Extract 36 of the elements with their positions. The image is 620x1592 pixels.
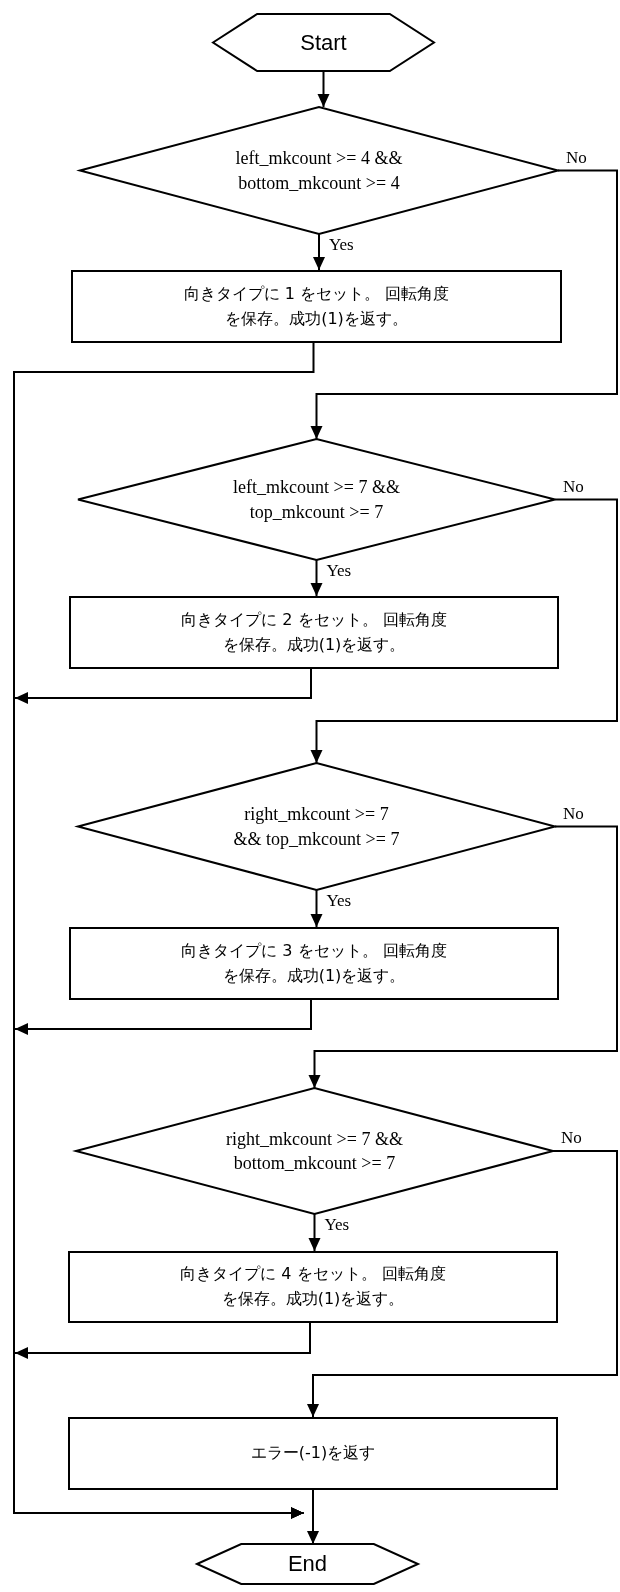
edge-label: No xyxy=(563,804,584,822)
terminal-hexagon xyxy=(197,1544,418,1584)
process-box xyxy=(68,1417,558,1490)
arrow xyxy=(308,825,618,1089)
arrow xyxy=(307,1150,618,1418)
process-text: 向きタイプに 2 をセット。 回転角度を保存。成功(1)を返す。 xyxy=(180,608,448,656)
arrow xyxy=(310,889,323,928)
process-box xyxy=(71,270,562,343)
process-text: 向きタイプに 3 をセット。 回転角度を保存。成功(1)を返す。 xyxy=(180,939,448,987)
process-text: 向きタイプに 4 をセット。 回転角度を保存。成功(1)を返す。 xyxy=(179,1263,447,1310)
edge-label: Yes xyxy=(326,892,352,909)
terminal-hexagon xyxy=(213,14,434,71)
edge-label: No xyxy=(566,148,587,166)
condition-text: left_mkcount >= 7 && top_mkcount >= 7 xyxy=(232,476,401,524)
edge-label: Yes xyxy=(326,562,352,579)
arrow xyxy=(13,1322,311,1519)
arrow xyxy=(310,559,323,597)
edge-label: No xyxy=(561,1129,582,1146)
arrow xyxy=(310,169,618,440)
edge-label: Yes xyxy=(329,236,354,253)
terminal-label: Start xyxy=(300,29,347,56)
arrow xyxy=(317,70,330,108)
process-text: 向きタイプに 1 をセット。 回転角度を保存。成功(1)を返す。 xyxy=(182,282,451,330)
arrow xyxy=(308,1213,321,1252)
process-text: エラー(-1)を返す xyxy=(250,1442,376,1465)
process-box xyxy=(69,596,559,669)
process-box xyxy=(68,1251,558,1323)
terminal-label: End xyxy=(287,1551,328,1577)
condition-text: right_mkcount >= 7 && bottom_mkcount >= 7 xyxy=(225,1127,404,1175)
arrow xyxy=(310,498,618,764)
process-box xyxy=(69,927,559,1000)
arrow xyxy=(307,1489,319,1545)
arrow xyxy=(313,233,325,271)
decision-diamond xyxy=(78,439,555,560)
edge-label: No xyxy=(563,477,584,495)
edge-label: Yes xyxy=(324,1216,350,1233)
